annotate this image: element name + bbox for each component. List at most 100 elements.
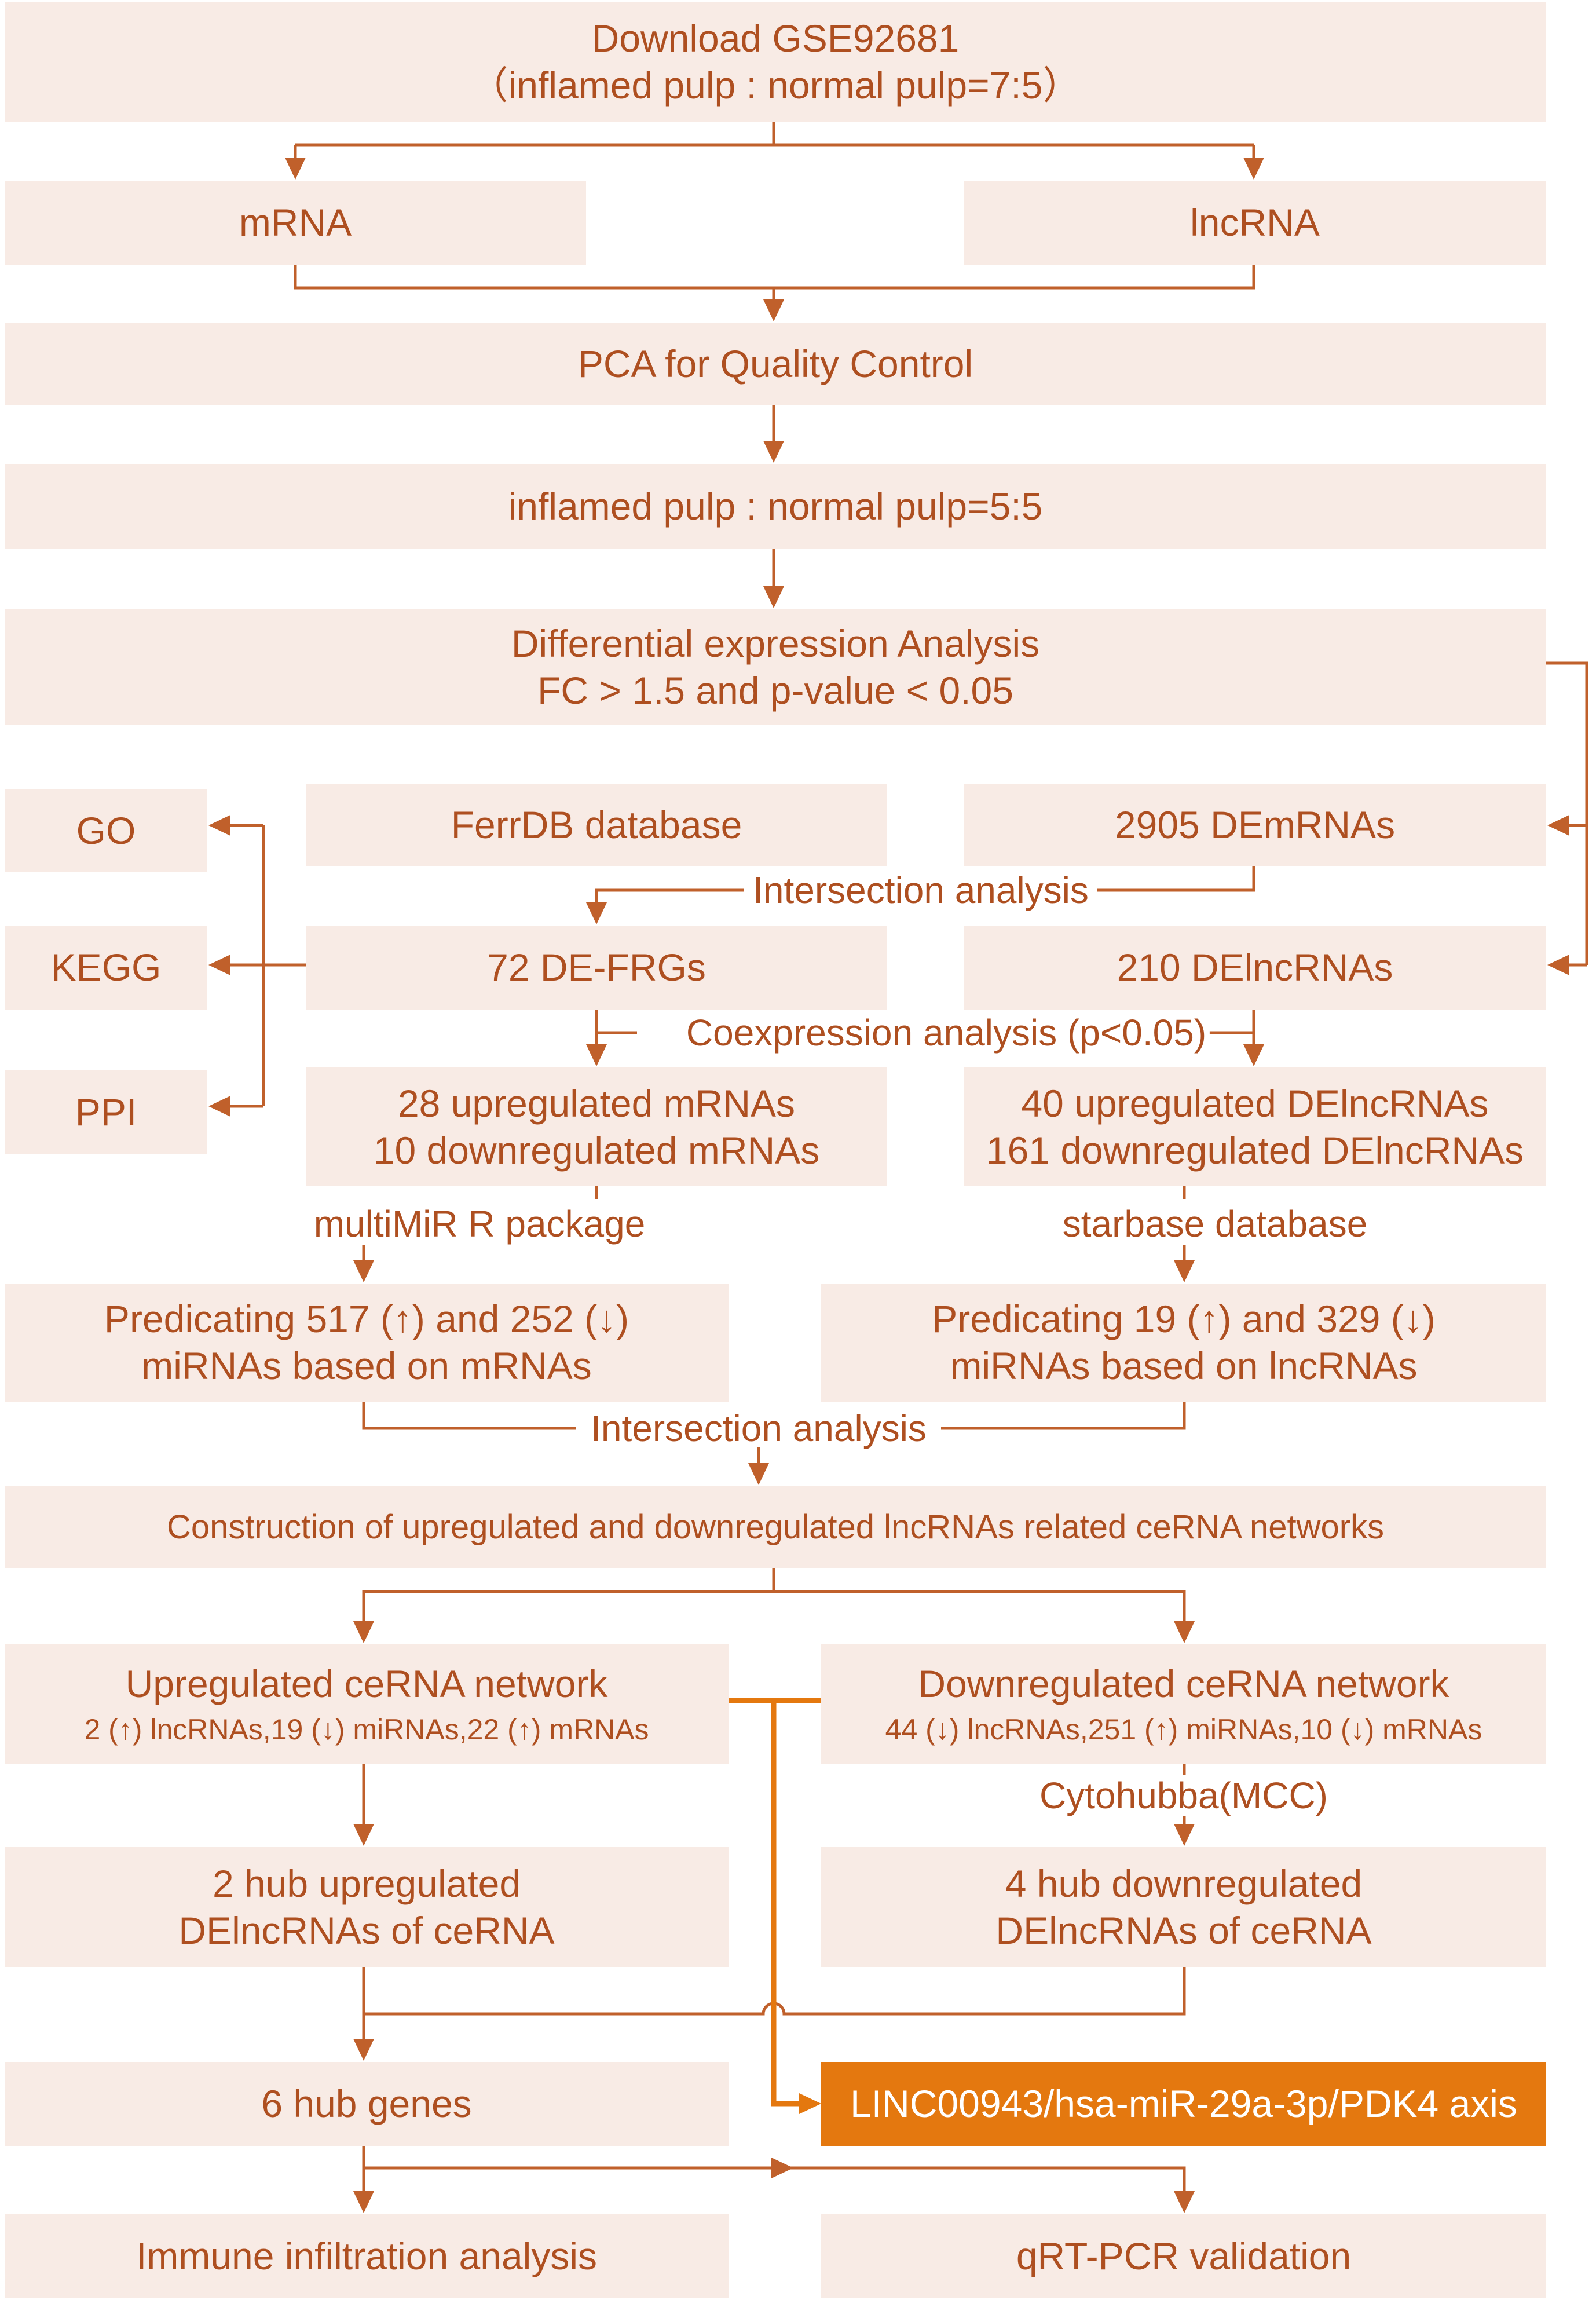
differential-expression-box-line-1: Differential expression Analysis [511,622,1040,665]
highlight-connector [727,1698,821,2107]
arrowhead-down [1174,1824,1195,1846]
axis-result-box: LINC00943/hsa-miR-29a-3p/PDK4 axis [821,2062,1546,2146]
arrowhead-left [208,955,230,975]
download-box-line-2: （inflamed pulp : normal pulp=7:5） [470,64,1081,107]
arrowhead-down [1243,1044,1264,1066]
hub-upregulated-box-line-1: 2 hub upregulated [212,1862,521,1905]
arrowhead-down [763,441,784,463]
arrowhead-down [285,158,306,180]
predicted-mirnas-mrna-box-line-1: Predicating 517 (↑) and 252 (↓) [104,1297,629,1341]
qrt-pcr-box-line-1: qRT-PCR validation [1016,2235,1352,2278]
kegg-box: KEGG [5,926,207,1010]
mrna-box: mRNA [5,181,586,265]
arrowhead-down [353,1260,374,1282]
pca-box-line-1: PCA for Quality Control [577,342,973,386]
cerna-construction-box-line-1: Construction of upregulated and downregu… [166,1508,1385,1546]
connector-9 [362,1186,1186,1267]
arrowhead-right [771,2158,793,2178]
hub-downregulated-box-line-2: DElncRNAs of ceRNA [995,1908,1372,1952]
upregulated-network-detail: 2 (↑) lncRNAs,19 (↓) miRNAs,22 (↑) mRNAs [84,1713,649,1746]
delncrnas-box: 210 DElncRNAs [964,926,1546,1010]
de-frgs-box-line-1: 72 DE-FRGs [487,946,706,989]
cytohubba-label: Cytohubba(MCC) [1039,1775,1328,1816]
arrowhead-down [1243,158,1264,180]
predicted-mirnas-lncrna-box-line-1: Predicating 19 (↑) and 329 (↓) [932,1297,1436,1341]
download-box-line-1: Download GSE92681 [591,17,960,60]
connector-11 [362,1568,1186,1629]
axis-result-box-line-1: LINC00943/hsa-miR-29a-3p/PDK4 axis [850,2082,1517,2126]
intersection-analysis-label-1: Intersection analysis [749,872,1092,909]
downregulated-network-title: Downregulated ceRNA network [918,1662,1449,1706]
arrowhead-down [353,1621,374,1643]
upregulated-network-title: Upregulated ceRNA network [125,1662,608,1706]
ferrdb-box: FerrDB database [306,784,887,866]
demrnas-box: 2905 DEmRNAs [964,784,1546,866]
arrowhead-down [763,299,784,321]
lncrna-regulation-box-line-2: 161 downregulated DElncRNAs [986,1128,1524,1172]
arrowhead-down [1174,1621,1195,1643]
connector-8 [595,1010,1255,1051]
hub-genes-box: 6 hub genes [5,2062,729,2146]
arrowhead-down [353,1824,374,1846]
predicted-mirnas-lncrna-box: Predicating 19 (↑) and 329 (↓)miRNAs bas… [821,1284,1546,1402]
upregulated-network-box: Upregulated ceRNA network 2 (↑) lncRNAs,… [5,1644,729,1764]
arrowhead-right [799,2093,821,2114]
cerna-construction-box: Construction of upregulated and downregu… [5,1486,1546,1568]
go-box-line-1: GO [76,809,136,853]
mrna-regulation-box-line-2: 10 downregulated mRNAs [373,1128,820,1172]
qrt-pcr-box: qRT-PCR validation [821,2214,1546,2298]
arrowhead-left [1547,815,1569,836]
demrnas-box-line-1: 2905 DEmRNAs [1114,803,1396,847]
delncrnas-box-line-1: 210 DElncRNAs [1117,946,1393,989]
lncrna-box: lncRNA [964,181,1546,265]
downregulated-network-detail: 44 (↓) lncRNAs,251 (↑) miRNAs,10 (↓) mRN… [885,1713,1482,1746]
arrowhead-down [586,1044,607,1066]
connector-5 [1546,661,1588,967]
arrowhead-left [1547,955,1569,975]
go-box: GO [5,789,207,872]
kegg-box-line-1: KEGG [50,946,162,989]
ppi-box: PPI [5,1070,207,1154]
connector-1 [294,122,1255,165]
multimir-label: multiMiR R package [313,1203,646,1245]
immune-infiltration-box: Immune infiltration analysis [5,2214,729,2298]
downregulated-network-box: Downregulated ceRNA network 44 (↓) lncRN… [821,1644,1546,1764]
mrna-box-line-1: mRNA [239,201,352,244]
hub-upregulated-box-line-2: DElncRNAs of ceRNA [178,1908,555,1952]
arrowhead-down [1174,2191,1195,2213]
differential-expression-box-line-2: FC > 1.5 and p-value < 0.05 [537,669,1013,712]
ratio-box: inflamed pulp : normal pulp=5:5 [5,464,1546,549]
ppi-box-line-1: PPI [75,1091,137,1134]
hub-downregulated-box-line-1: 4 hub downregulated [1005,1862,1363,1905]
arrowhead-down [353,2191,374,2213]
predicted-mirnas-mrna-box: Predicating 517 (↑) and 252 (↓)miRNAs ba… [5,1284,729,1402]
lncrna-box-line-1: lncRNA [1190,201,1320,244]
arrowhead-down [353,2039,374,2061]
predicted-mirnas-mrna-box-line-2: miRNAs based on mRNAs [141,1344,592,1387]
arrowhead-down [748,1463,769,1485]
predicted-mirnas-lncrna-box-line-2: miRNAs based on lncRNAs [950,1344,1418,1387]
ratio-box-line-1: inflamed pulp : normal pulp=5:5 [508,485,1043,528]
arrowhead-down [763,586,784,608]
hub-genes-box-line-1: 6 hub genes [261,2082,472,2126]
arrowhead-left [208,815,230,836]
arrowhead-down [586,902,607,924]
ferrdb-box-line-1: FerrDB database [451,803,742,847]
arrowhead-down [1174,1260,1195,1282]
de-frgs-box: 72 DE-FRGs [306,926,887,1010]
download-box: Download GSE92681（inflamed pulp : normal… [5,2,1546,122]
arrowhead-left [208,1096,230,1117]
starbase-label: starbase database [1062,1203,1368,1245]
mrna-regulation-box-line-1: 28 upregulated mRNAs [397,1081,796,1125]
immune-infiltration-box-line-1: Immune infiltration analysis [136,2235,597,2278]
coexpression-analysis-label: Coexpression analysis (p<0.05) [682,1014,1210,1051]
lncrna-regulation-box-line-1: 40 upregulated DElncRNAs [1021,1081,1489,1125]
pca-box: PCA for Quality Control [5,323,1546,405]
